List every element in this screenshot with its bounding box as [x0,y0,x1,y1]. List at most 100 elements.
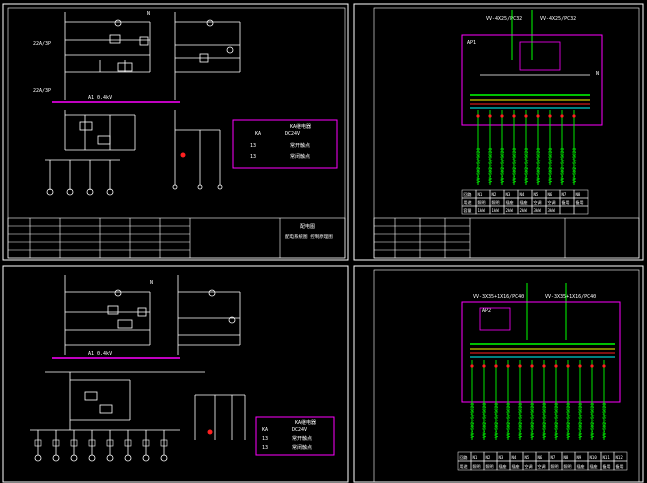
panel-enclosure-ap2 [461,301,621,403]
table-cell-text: N9 [577,455,582,460]
relay-legend-title-2: KA继电器 [295,419,316,426]
table-cell-text: N3 [499,455,504,460]
breaker-marker [524,114,528,118]
table-cell-text: 1kW [478,208,486,213]
sheet-bottom-right: VV-3X35+1X16/PC40 VV-3X35+1X16/PC40 AP2 … [353,265,644,483]
table-cell-text: 照明 [486,464,494,469]
branch-breaker [142,439,150,447]
legend-text-3: 常闭触点 [290,153,310,160]
table-cell-text: 照明 [492,200,500,205]
outgoing-cable-label: VV-5X2.5/SC20 [482,402,488,438]
table-cell-text: N10 [590,455,598,460]
breaker-marker [512,114,516,118]
bus-label: A1 0.4kV [88,95,112,101]
breaker-marker [560,114,564,118]
legend-symbol-1: KA [255,131,261,137]
table-cell-text: N8 [564,455,569,460]
table-cell-text: N1 [473,455,478,460]
sheet-bottom-left: N A1 0.4kV KA继电器 KA DC24V 13 常开触点 13 常闭触… [2,265,349,483]
outgoing-cable-label: VV-5X2.5/SC20 [530,402,536,438]
outgoing-cable-label: VV-5X2.5/SC20 [566,402,572,438]
table-cell-text: 插座 [590,463,598,469]
table-cell-text: 3kW [534,208,542,213]
motor-symbol [106,454,114,462]
legend2-text-3: 常闭触点 [292,444,312,451]
table-cell-text: 备用 [562,199,570,205]
branch-breaker [34,439,42,447]
table-cell-text: N6 [548,192,553,197]
outgoing-cable-label: VV-5X2.5/SC20 [476,147,482,183]
motor-symbol [142,454,150,462]
motor-symbol [52,454,60,462]
table-cell-text: 容量 [464,207,472,213]
table-cell-text: N5 [534,192,539,197]
outgoing-cable-label: VV-5X2.5/SC20 [512,147,518,183]
breaker-marker [566,364,570,368]
right-tag: N [596,71,599,77]
relay-legend-box-2 [255,416,335,456]
table-cell-text: 插座 [506,199,514,205]
table-cell-text: 2kW [506,208,514,213]
table-cell-text: 用途 [460,463,468,469]
breaker-label-2: 22A/3P [33,88,51,94]
outgoing-cable-label: VV-5X2.5/SC20 [524,147,530,183]
motor-symbol [70,454,78,462]
breaker-marker [506,364,510,368]
table-cell-text: 照明 [551,464,559,469]
branch-breaker [88,439,96,447]
table-cell [613,460,628,471]
table-cell-text: 回路 [460,454,468,460]
breaker-marker [536,114,540,118]
table-cell-text: 备用 [616,463,624,469]
power-circuit-2 [30,371,246,440]
breaker-marker [572,114,576,118]
power-circuit [45,110,221,190]
table-cell-text: 空调 [534,199,542,205]
table-cell-text: 2kW [520,208,528,213]
table-cell-text: N1 [478,192,483,197]
legend2-symbol-2: 13 [262,436,268,442]
table-cell-text: 回路 [464,191,472,197]
outgoing-cable-label: VV-5X2.5/SC20 [518,402,524,438]
control-circuit-2 [64,275,241,355]
outgoing-circuits-ap1: VV-5X2.5/SC20 VV-5X2.5/SC20 VV-5X2.5/SC20 V… [476,110,578,185]
table-cell-text: N6 [538,455,543,460]
legend-text-1: DC24V [285,131,300,137]
motor-symbol [124,454,132,462]
sheet-top-right: VV-4X25/PC32 VV-4X25/PC32 AP1 N VV-5X2.5… [353,3,644,261]
table-cell-text: 1kW [492,208,500,213]
table-cell-text: N8 [576,192,581,197]
legend-symbol-3: 13 [250,154,256,160]
table-cell-text: N4 [520,192,525,197]
table-cell-text: N7 [562,192,567,197]
neutral-label-2: N [150,280,153,286]
legend2-text-1: DC24V [292,427,307,433]
table-cell-text: N2 [486,455,491,460]
table-cell-text: 照明 [478,200,486,205]
relay-legend-title: KA继电器 [290,123,311,130]
table-cell-text: 用途 [464,199,472,205]
outgoing-cable-label: VV-5X2.5/SC20 [572,147,578,183]
branch-breaker [52,439,60,447]
table-cell-text: 备用 [576,199,584,205]
motor-symbol [34,454,42,462]
outgoing-cable-label: VV-5X2.5/SC20 [542,402,548,438]
table-cell-text: N11 [603,455,611,460]
outgoing-cable-label: VV-5X2.5/SC20 [578,402,584,438]
outgoing-cable-label: VV-5X2.5/SC20 [488,147,494,183]
table-cell-text: N7 [551,455,556,460]
panel-enclosure-ap1 [461,34,603,126]
breaker-marker [494,364,498,368]
bus-label-2: A1 0.4kV [88,351,112,357]
title-block-drawing: 配电系统图 控制原理图 [285,233,333,240]
table-cell-text: N4 [512,455,517,460]
outgoing-cable-label: VV-5X2.5/SC20 [500,147,506,183]
motor-symbol [160,454,168,462]
legend2-symbol-1: KA [262,427,268,433]
outgoing-cable-label: VV-5X2.5/SC20 [560,147,566,183]
title-block-top-right [373,217,640,259]
table-cell-text: 空调 [525,463,533,469]
table-cell-text: 备用 [603,463,611,469]
table-cell-text: 插座 [499,463,507,469]
